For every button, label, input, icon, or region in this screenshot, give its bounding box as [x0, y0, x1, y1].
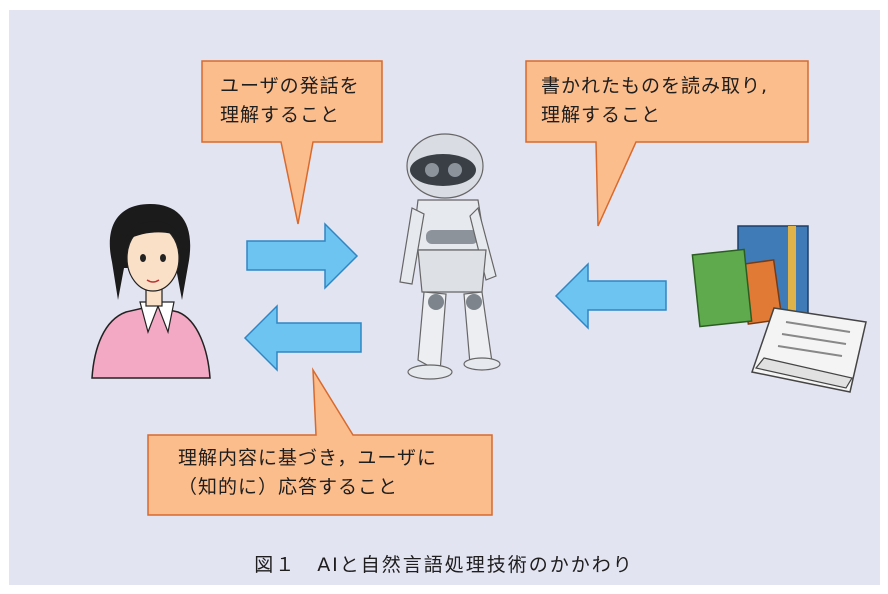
- bubble-response: [147, 367, 493, 516]
- bubble-reading-understanding: [525, 60, 809, 227]
- bubble-text-reading-understanding: 書かれたものを読み取り, 理解すること: [541, 75, 769, 126]
- arrow-robot-to-user: [243, 304, 362, 372]
- arrow-books-to-robot: [554, 262, 667, 330]
- bubble-speech-understanding: [201, 60, 383, 225]
- books-illustration: [691, 225, 809, 328]
- woman-illustration: [91, 204, 211, 379]
- newspaper-illustration: [751, 307, 867, 393]
- figure-caption: 図１ AIと自然言語処理技術のかかわり: [254, 554, 634, 576]
- bubble-text-speech-understanding: ユーザの発話を 理解すること: [220, 75, 360, 126]
- robot-illustration: [399, 133, 501, 380]
- bubble-text-response: 理解内容に基づき，ユーザに （知的に）応答すること: [178, 447, 438, 498]
- arrow-user-to-robot: [246, 222, 359, 290]
